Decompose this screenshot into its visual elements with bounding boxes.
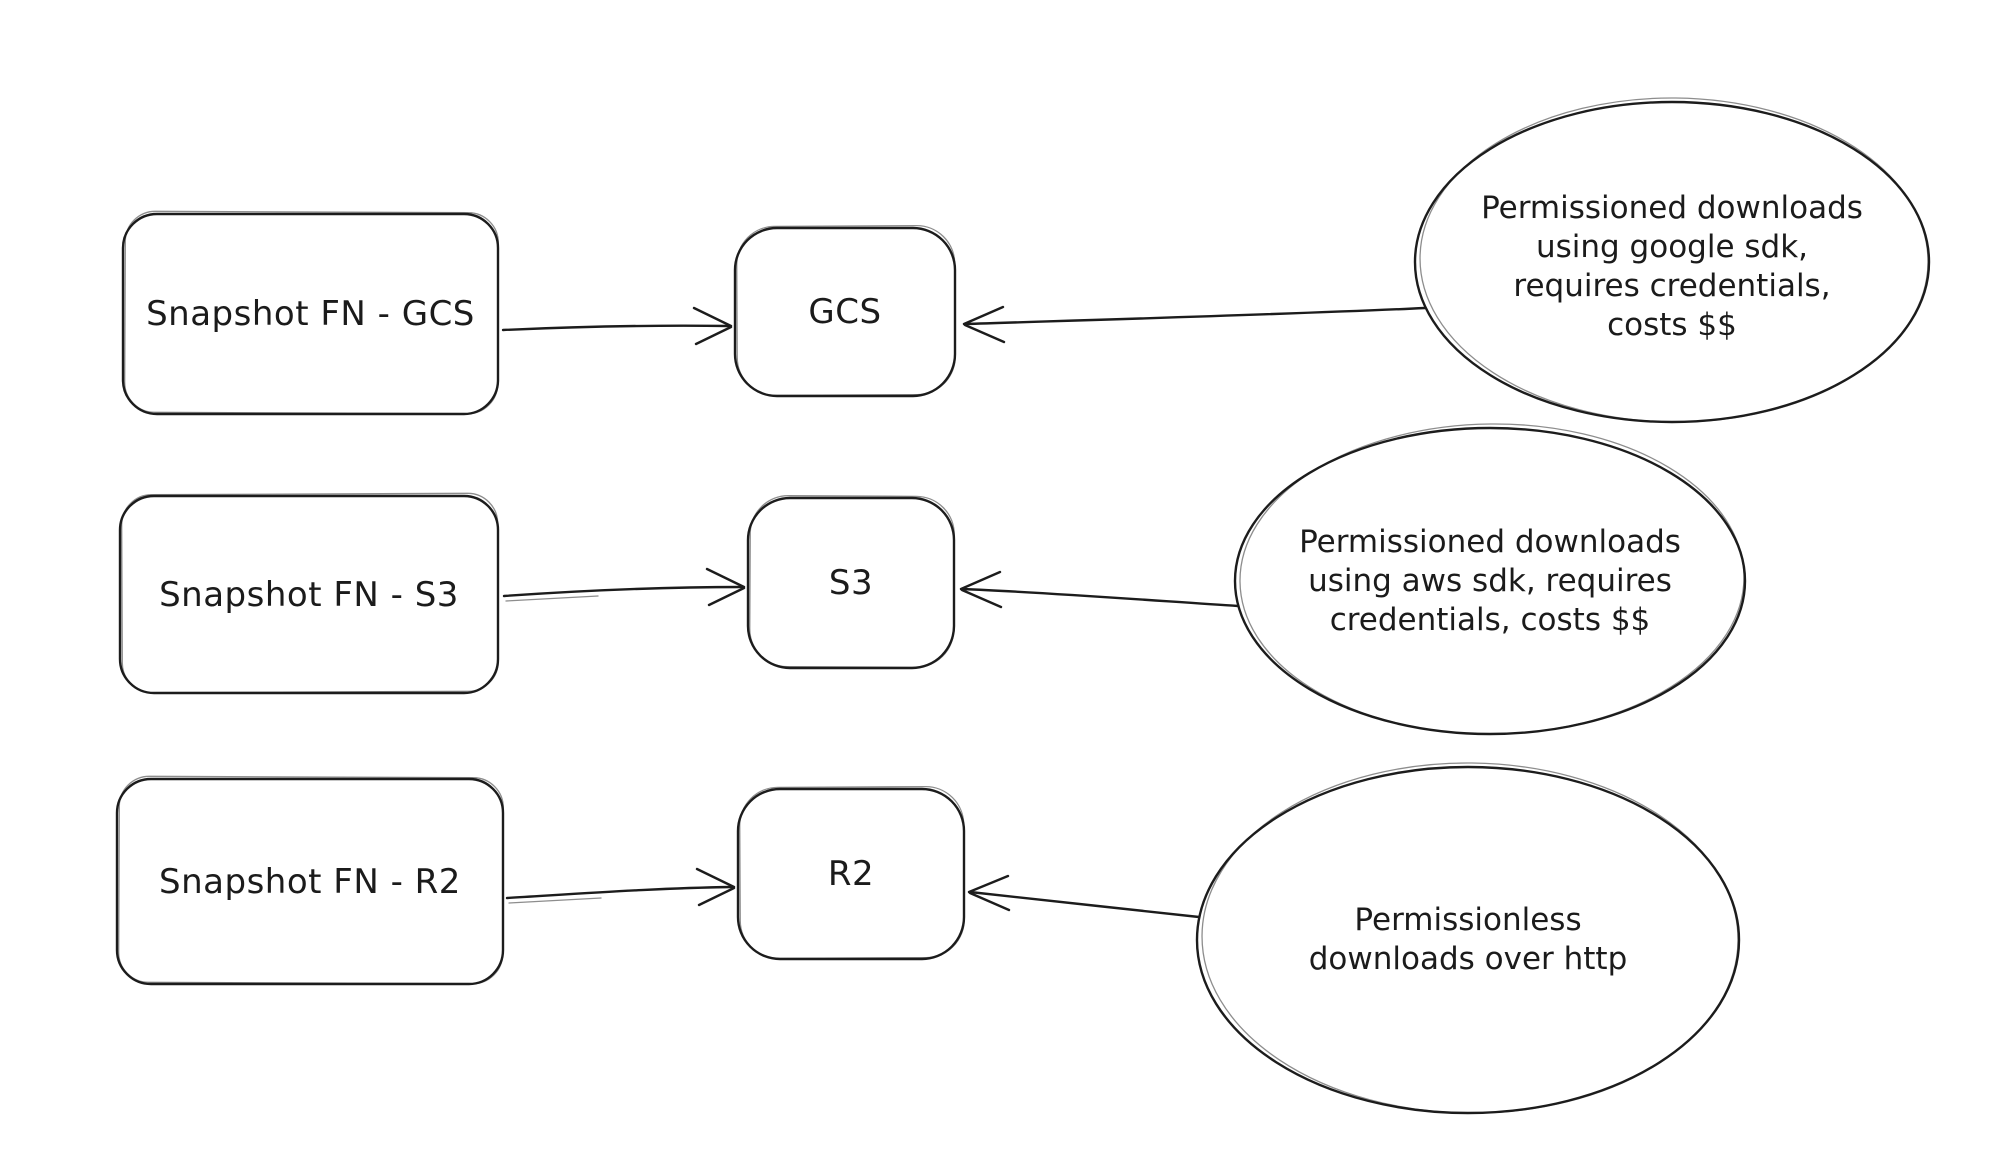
note-ellipse-gcs [1413, 97, 1931, 424]
arrow-snapshot-to-s3 [502, 567, 746, 607]
source-node-s3 [118, 492, 500, 695]
arrow-note-to-r2 [967, 874, 1201, 919]
target-node-s3 [746, 495, 956, 670]
arrow-snapshot-to-gcs [501, 306, 733, 346]
arrow-note-to-gcs [962, 305, 1427, 344]
arrow-note-to-s3 [959, 570, 1240, 609]
arrow-snapshot-to-r2 [505, 867, 736, 907]
target-node-gcs [733, 224, 957, 398]
source-node-gcs [121, 210, 500, 416]
source-node-r2 [115, 775, 505, 986]
target-node-r2 [736, 785, 966, 961]
note-ellipse-s3 [1233, 423, 1747, 736]
note-ellipse-r2 [1195, 762, 1741, 1115]
